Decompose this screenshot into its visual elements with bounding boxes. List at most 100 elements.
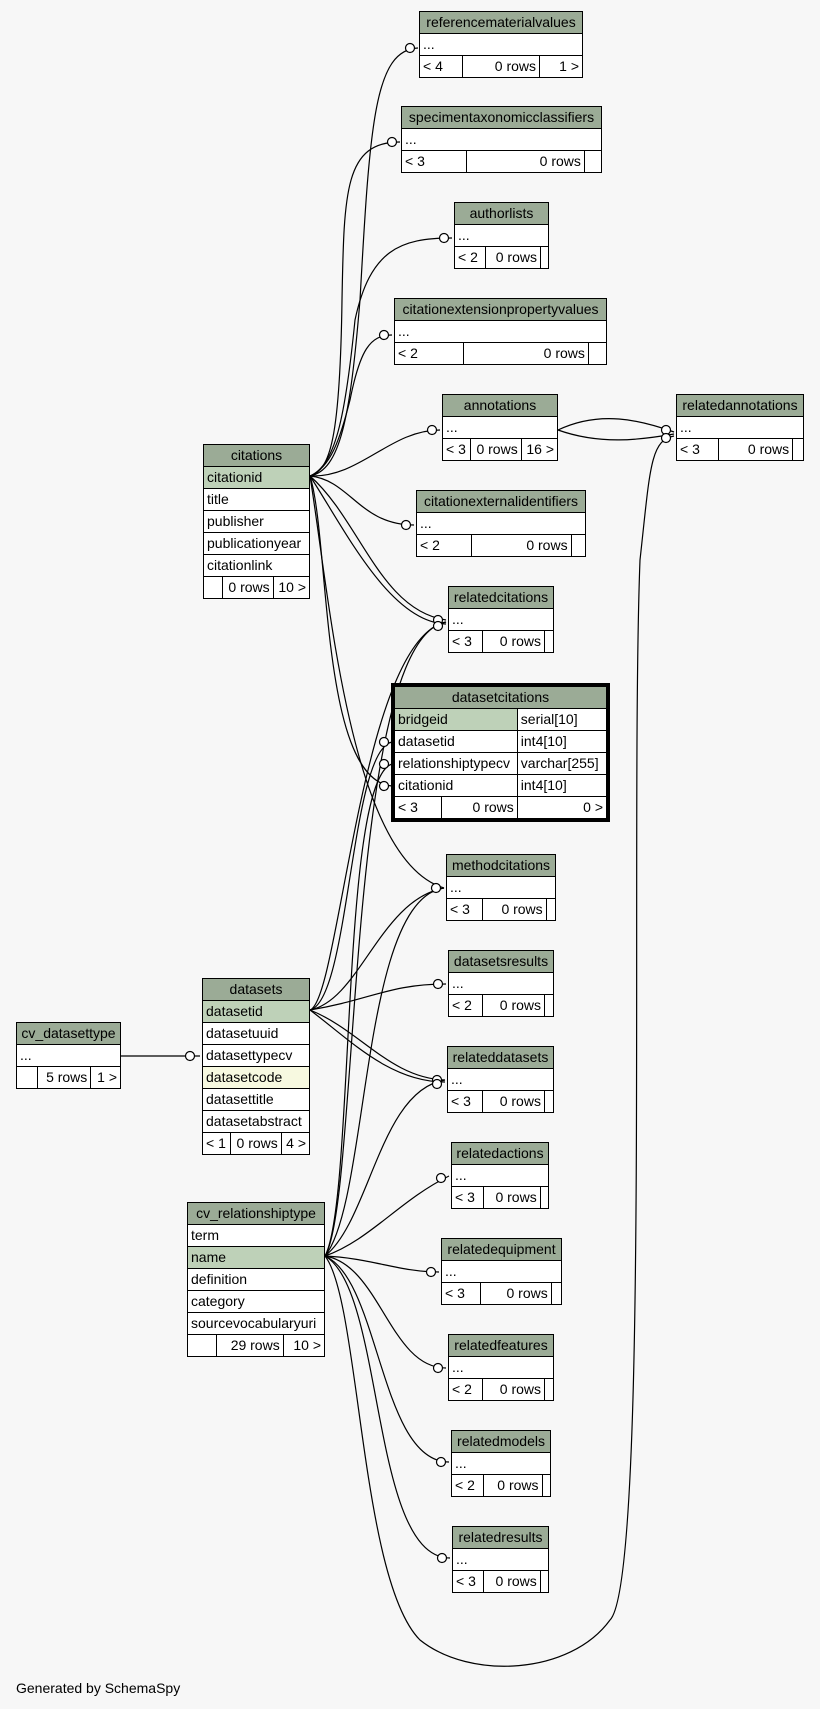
table-title[interactable]: relatedmodels: [451, 1430, 551, 1453]
column-type: serial[10]: [516, 708, 608, 731]
table-title[interactable]: cv_relationshiptype: [187, 1202, 325, 1225]
table-relatedannotations[interactable]: relatedannotations ... < 3 0 rows: [676, 394, 804, 461]
column-row: citationlink: [203, 554, 310, 577]
edge-citations-to-relatedcitations-a: [309, 475, 447, 621]
edge-datasets-to-methodcitations: [309, 887, 445, 1011]
column-row: sourcevocabularyuri: [187, 1312, 325, 1335]
column-row: datasettypecv: [202, 1044, 310, 1067]
children-count: [792, 438, 804, 461]
table-title[interactable]: relateddatasets: [447, 1046, 554, 1069]
table-relatedactions[interactable]: relatedactions ... < 3 0 rows: [451, 1142, 550, 1209]
table-title[interactable]: datasetcitations: [394, 686, 607, 709]
table-title[interactable]: citationexternalidentifiers: [416, 490, 586, 513]
table-title[interactable]: datasetsresults: [448, 950, 554, 973]
edge-endpoint: [378, 329, 390, 341]
table-referencematerialvalues[interactable]: referencematerialvalues ... < 4 0 rows 1…: [419, 11, 583, 78]
table-title[interactable]: relatedfeatures: [448, 1334, 554, 1357]
table-relatedequipment[interactable]: relatedequipment ... < 3 0 rows: [440, 1238, 563, 1305]
edge-citations-to-citationexternalidentifiers: [309, 475, 415, 526]
table-specimentaxonomicclassifiers[interactable]: specimentaxonomicclassifiers ... < 3 0 r…: [400, 106, 603, 173]
table-title[interactable]: relatedactions: [451, 1142, 549, 1165]
table-title[interactable]: authorlists: [454, 202, 549, 225]
table-datasetcitations[interactable]: datasetcitations bridgeid serial[10] dat…: [391, 683, 610, 822]
column-row: ...: [676, 416, 804, 439]
column-row: term: [187, 1224, 325, 1247]
table-title[interactable]: relatedequipment: [441, 1238, 562, 1261]
table-title[interactable]: methodcitations: [446, 854, 556, 877]
row-count: 0 rows: [230, 1132, 282, 1155]
table-relatedfeatures[interactable]: relatedfeatures ... < 2 0 rows: [447, 1334, 554, 1401]
column-row: category: [187, 1290, 325, 1313]
column-row: ...: [394, 320, 607, 343]
table-title[interactable]: relatedresults: [452, 1526, 549, 1549]
table-citationexternalidentifiers[interactable]: citationexternalidentifiers ... < 2 0 ro…: [415, 490, 587, 557]
parents-count: < 3: [441, 438, 472, 461]
edge-datasets-to-relateddatasets-a: [309, 1009, 446, 1081]
table-annotations[interactable]: annotations ... < 3 0 rows 16 >: [441, 394, 559, 461]
edge-cv_relationshiptype-to-relatedactions: [324, 1175, 450, 1257]
column-row: ...: [401, 128, 602, 151]
row-count: 0 rows: [717, 438, 794, 461]
table-title[interactable]: annotations: [442, 394, 558, 417]
column-type: int4[10]: [516, 730, 608, 753]
column-row: ...: [441, 1260, 562, 1283]
table-citationextensionpropertyvalues[interactable]: citationextensionpropertyvalues ... < 2 …: [393, 298, 608, 365]
edge-endpoint: [378, 758, 390, 770]
row-count: 0 rows: [466, 150, 585, 173]
edge-endpoint: [378, 780, 390, 792]
parents-count: < 3: [676, 438, 719, 461]
edge-datasets-to-relatedcitations: [309, 621, 447, 1011]
table-relateddatasets[interactable]: relateddatasets ... < 3 0 rows: [447, 1046, 555, 1113]
table-title[interactable]: specimentaxonomicclassifiers: [401, 106, 602, 129]
table-relatedcitations[interactable]: relatedcitations ... < 3 0 rows: [447, 586, 554, 653]
edge-citations-to-relatedcitations-b: [309, 475, 447, 625]
table-datasets[interactable]: datasets datasetid datasetuuid datasetty…: [201, 978, 311, 1155]
edge-cv_relationshiptype-to-datasetcitations: [324, 763, 393, 1257]
parents-count: < 3: [440, 1282, 482, 1305]
column-row: ...: [448, 608, 554, 631]
edge-endpoint: [432, 1362, 444, 1374]
row-count: 0 rows: [480, 1282, 552, 1305]
table-title[interactable]: relatedcitations: [448, 586, 554, 609]
children-count: [543, 1090, 555, 1113]
table-relatedmodels[interactable]: relatedmodels ... < 2 0 rows: [450, 1430, 552, 1497]
table-title[interactable]: referencematerialvalues: [419, 11, 583, 34]
column-row: publisher: [203, 510, 310, 533]
parents-count: < 4: [419, 55, 463, 78]
children-count: 4 >: [280, 1132, 311, 1155]
column-row: name: [187, 1246, 325, 1269]
children-count: 10 >: [272, 576, 311, 599]
column-row: ...: [452, 1548, 549, 1571]
row-count: 0 rows: [484, 246, 541, 269]
table-title[interactable]: cv_datasettype: [16, 1022, 121, 1045]
table-authorlists[interactable]: authorlists ... < 2 0 rows: [454, 202, 550, 269]
column-type: int4[10]: [516, 774, 608, 797]
edge-endpoint: [435, 1456, 447, 1468]
column-row: datasetid: [202, 1000, 310, 1023]
table-title[interactable]: datasets: [202, 978, 310, 1001]
column-row: ...: [448, 1356, 554, 1379]
row-count: 5 rows: [36, 1066, 92, 1089]
column-row: datasetabstract: [202, 1110, 310, 1133]
column-row: ...: [419, 33, 583, 56]
edge-endpoint: [404, 42, 416, 54]
table-citations[interactable]: citations citationid title publisher pub…: [203, 444, 311, 599]
table-cv_relationshiptype[interactable]: cv_relationshiptype term name definition…: [187, 1202, 326, 1357]
edge-citations-to-annotations: [309, 429, 441, 477]
table-title[interactable]: citationextensionpropertyvalues: [394, 298, 607, 321]
row-count: 0 rows: [482, 1186, 541, 1209]
parents-count: < 1: [201, 1132, 232, 1155]
children-count: 1 >: [90, 1066, 121, 1089]
table-methodcitations[interactable]: methodcitations ... < 3 0 rows: [446, 854, 557, 921]
row-count: 0 rows: [463, 342, 589, 365]
parents-count: [187, 1334, 217, 1357]
table-relatedresults[interactable]: relatedresults ... < 3 0 rows: [451, 1526, 550, 1593]
table-datasetsresults[interactable]: datasetsresults ... < 2 0 rows: [447, 950, 554, 1017]
table-cv_datasettype[interactable]: cv_datasettype ... 5 rows 1 >: [16, 1022, 121, 1089]
table-title[interactable]: relatedannotations: [676, 394, 804, 417]
edge-endpoint: [432, 978, 444, 990]
parents-count: < 3: [394, 796, 442, 819]
table-title[interactable]: citations: [203, 444, 310, 467]
edge-datasets-to-relateddatasets-b: [309, 1009, 446, 1083]
